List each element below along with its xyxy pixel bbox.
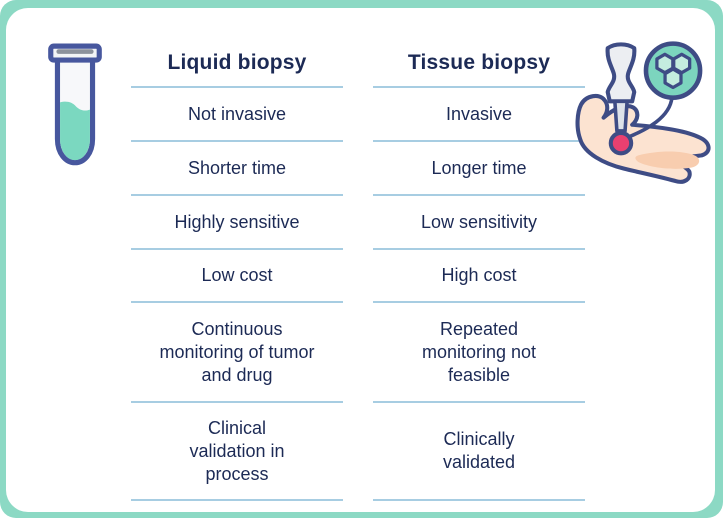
row-cell: Low cost (201, 265, 273, 285)
table-row: Repeated monitoring not feasible (373, 303, 585, 403)
comparison-card: Liquid biopsy Not invasive Shorter time … (6, 8, 715, 512)
table-row: Longer time (373, 142, 585, 196)
table-row: High cost (373, 250, 585, 303)
table-row: Clinically validated (373, 403, 585, 501)
table-row: Invasive (373, 88, 585, 142)
tissue-biopsy-header: Tissue biopsy (407, 51, 551, 74)
hand-finger-shade (635, 151, 700, 169)
table-row: Low cost (131, 250, 343, 303)
table-row: Continuous monitoring of tumor and drug (131, 303, 343, 403)
biopsy-tool-tip (613, 99, 629, 133)
row-cell: Not invasive (187, 103, 287, 124)
table-row: Clinical validation in process (131, 403, 343, 501)
test-tube-liquid (60, 101, 90, 161)
row-cell: Shorter time (187, 157, 287, 178)
cell-hexagon (663, 67, 683, 90)
hand-palm (575, 93, 711, 184)
row-cell: Clinically validated (442, 429, 516, 472)
table-row: Highly sensitive (131, 196, 343, 250)
sample-marker-dot (608, 130, 634, 156)
test-tube-icon (48, 43, 102, 166)
row-cell: Continuous monitoring of tumor and drug (159, 318, 315, 385)
row-cell: Invasive (445, 103, 513, 124)
column-header-row: Liquid biopsy (131, 40, 343, 88)
table-row: Shorter time (131, 142, 343, 196)
test-tube-cap (56, 49, 94, 54)
sample-connector-line (624, 95, 674, 140)
row-cell: High cost (441, 265, 517, 285)
biopsy-hand-icon (575, 41, 711, 184)
row-cell: Longer time (431, 157, 527, 178)
row-cell: Clinical validation in process (189, 417, 285, 484)
row-cell: Repeated monitoring not feasible (421, 318, 537, 385)
table-row: Low sensitivity (373, 196, 585, 250)
table-row: Not invasive (131, 88, 343, 142)
liquid-biopsy-header: Liquid biopsy (167, 51, 307, 74)
tissue-biopsy-column: Tissue biopsy Invasive Longer time Low s… (373, 40, 585, 501)
row-cell: Highly sensitive (174, 211, 300, 232)
liquid-biopsy-column: Liquid biopsy Not invasive Shorter time … (131, 40, 343, 501)
column-header-row: Tissue biopsy (373, 40, 585, 88)
biopsy-tool-handle (605, 42, 637, 104)
row-cell: Low sensitivity (420, 211, 538, 232)
